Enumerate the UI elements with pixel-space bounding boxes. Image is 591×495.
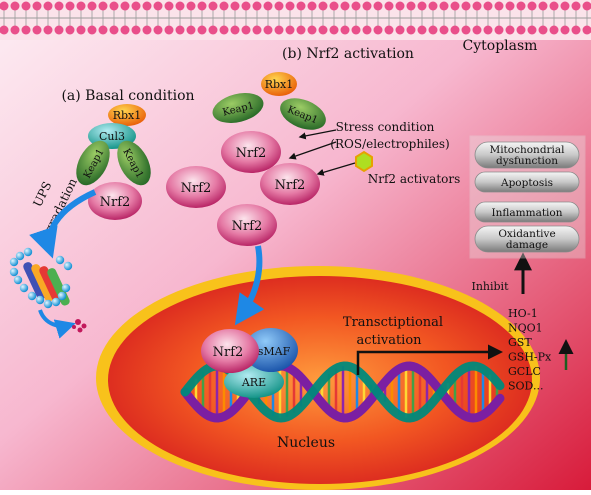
nrf2-activation-title: (b) Nrf2 activation (282, 46, 414, 62)
inhibit-label: Inhibit (471, 280, 509, 293)
nucleus-label: Nucleus (277, 435, 335, 451)
gene-label: GSH-Px (508, 351, 552, 364)
outcome-label-line2: damage (506, 239, 548, 251)
outcome-label: Inflammation (491, 207, 562, 219)
gene-label: GCLC (508, 365, 541, 378)
outcome-label-line2: dysfunction (496, 155, 558, 167)
gene-label: NQO1 (508, 322, 543, 335)
outcome-label: Apoptosis (500, 177, 553, 189)
nrf2-free-label-3: Nrf2 (275, 178, 306, 193)
nrf2-basal-label: Nrf2 (100, 195, 131, 210)
nrf2-free-label-1: Nrf2 (236, 146, 267, 161)
hexagon-activator-icon (356, 152, 372, 171)
are-label: ARE (241, 376, 266, 389)
cell-membrane (0, 0, 591, 40)
rbx1-label: Rbx1 (113, 109, 142, 122)
activators-label: Nrf2 activators (368, 172, 461, 186)
nrf2-nuclear-label: Nrf2 (213, 345, 244, 360)
stress-label-line1: Stress condition (336, 120, 435, 134)
basal-condition-title: (a) Basal condition (61, 88, 194, 104)
outcome-item: Apoptosis (475, 172, 579, 192)
transcription-label-line1: Transctiptional (343, 315, 443, 330)
gene-label: GST (508, 336, 532, 349)
stress-label-line2: (ROS/electrophiles) (330, 137, 449, 151)
nrf2-free-label-4: Nrf2 (232, 219, 263, 234)
nrf2-free-label-2: Nrf2 (181, 181, 212, 196)
gene-label: SOD... (508, 380, 543, 393)
cytoplasm-label: Cytoplasm (463, 38, 538, 54)
smaf-label: sMAF (258, 345, 291, 358)
transcription-label-line2: activation (356, 333, 422, 348)
cul3-label: Cul3 (99, 130, 125, 143)
outcome-item: Inflammation (475, 202, 579, 222)
rbx1-label-activated: Rbx1 (265, 78, 294, 91)
gene-label: HO-1 (508, 307, 538, 320)
